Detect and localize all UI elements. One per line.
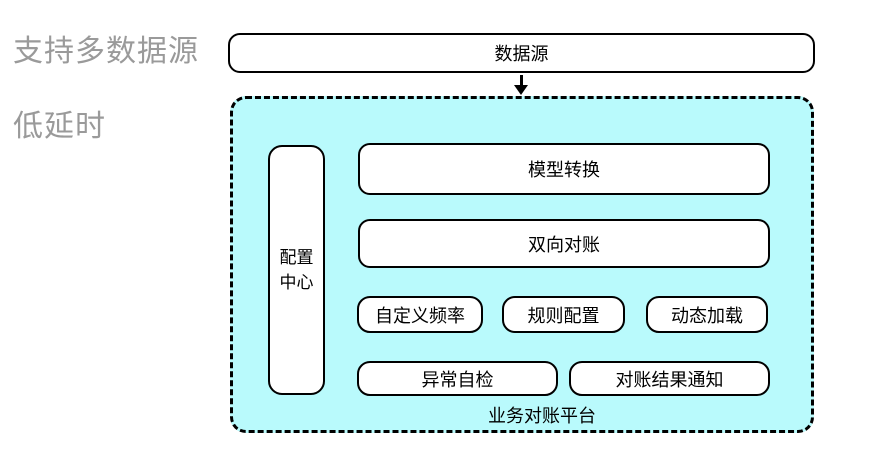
custom-frequency-label: 自定义频率 — [375, 305, 465, 326]
dynamic-loading-label: 动态加载 — [671, 305, 743, 326]
exception-selfcheck-label: 异常自检 — [421, 369, 494, 390]
model-transform-label: 模型转换 — [528, 160, 600, 180]
dynamic-loading-node: 动态加载 — [646, 296, 768, 333]
down-arrow-line — [520, 75, 523, 86]
rule-config-node: 规则配置 — [502, 296, 625, 333]
platform-title: 业务对账平台 — [488, 406, 596, 426]
two-way-reconciliation-node: 双向对账 — [358, 219, 770, 268]
platform-container: 配置中心 模型转换 双向对账 自定义频率 规则配置 动态加载 异常自检 对账结果… — [230, 96, 814, 433]
down-arrow-icon — [514, 85, 528, 95]
result-notification-node: 对账结果通知 — [569, 361, 770, 396]
datasource-label: 数据源 — [494, 44, 549, 64]
datasource-node: 数据源 — [228, 33, 815, 73]
caption-multi-datasource: 支持多数据源 — [13, 35, 199, 68]
rule-config-label: 规则配置 — [527, 305, 600, 326]
caption-low-latency: 低延时 — [13, 110, 106, 143]
config-center-label: 配置中心 — [279, 247, 314, 293]
exception-selfcheck-node: 异常自检 — [357, 361, 558, 396]
custom-frequency-node: 自定义频率 — [357, 296, 483, 333]
result-notification-label: 对账结果通知 — [615, 369, 724, 390]
two-way-reconciliation-label: 双向对账 — [528, 234, 600, 255]
model-transform-node: 模型转换 — [358, 143, 770, 195]
config-center-node: 配置中心 — [268, 145, 325, 395]
